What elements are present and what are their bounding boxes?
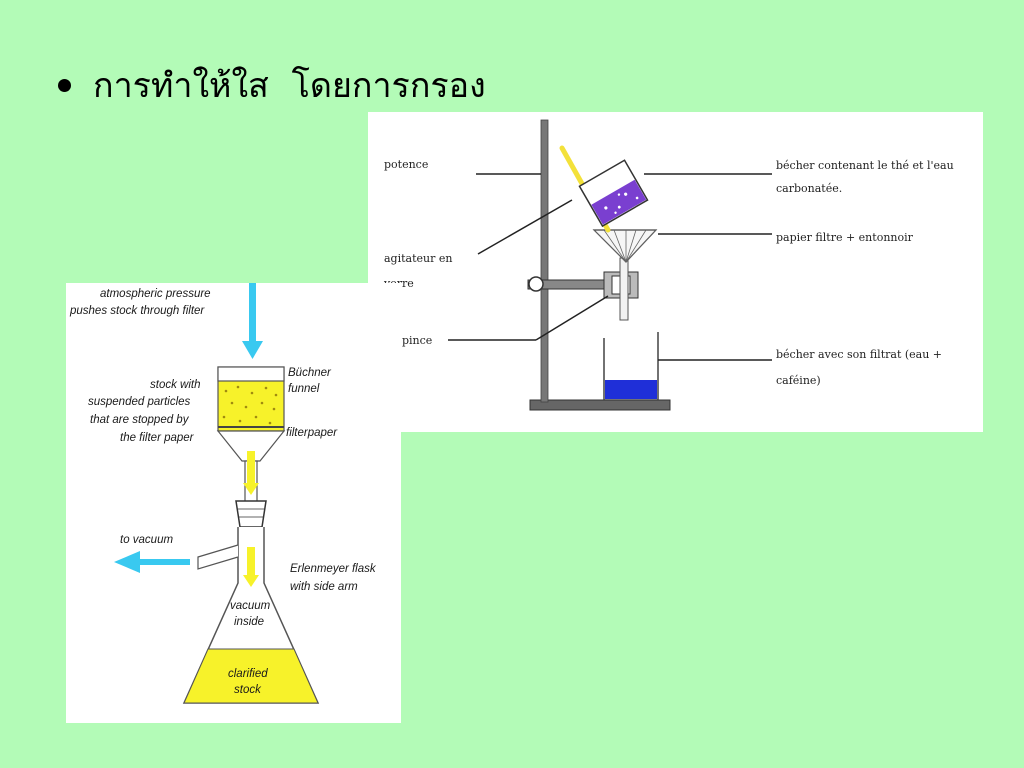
filtrate-liquid: [605, 380, 657, 399]
tea-liquid: [591, 179, 647, 225]
label-buchner-line2: funnel: [288, 383, 320, 395]
stand-rod: [540, 119, 549, 403]
label-vacuum-inside-line2: inside: [234, 616, 264, 628]
vacuum-filtration-diagram: atmospheric pressure pushes stock throug…: [66, 283, 401, 723]
atmospheric-arrow-shaft: [249, 283, 256, 345]
gravity-filtration-illustration: potence agitateur en verre pince bécher …: [383, 119, 954, 411]
label-stock-line2: suspended particles: [88, 396, 191, 408]
label-to-vacuum: to vacuum: [120, 534, 173, 546]
slide-bullet-text: การทำให้ใส โดยการกรอง: [93, 66, 486, 106]
stand-base: [529, 399, 671, 411]
flask-side-arm: [197, 544, 239, 570]
vacuum-arrow-shaft: [136, 559, 190, 565]
leader-agitateur: [477, 199, 573, 255]
vacuum-arrow-head-icon: [114, 551, 140, 573]
label-vacuum-inside-line1: vacuum: [230, 600, 271, 612]
filter-paper-pleats: [593, 229, 657, 263]
label-erlenmeyer-line1: Erlenmeyer flask: [290, 563, 377, 575]
label-pince: pince: [402, 334, 432, 347]
label-buchner-line1: Büchner: [288, 367, 332, 379]
funnel-taper: [216, 430, 286, 462]
label-stock-line4: the filter paper: [120, 432, 195, 444]
flow-arrow-lower-icon: [243, 547, 259, 587]
label-becher-the-line1: bécher contenant le thé et l'eau: [776, 159, 954, 172]
label-becher-filtrat-line1: bécher avec son filtrat (eau +: [776, 348, 942, 361]
label-clarified-line2: stock: [234, 684, 262, 696]
label-becher-filtrat-line2: caféine): [776, 374, 821, 387]
atmospheric-arrow-head-icon: [242, 341, 263, 359]
clarified-stock-liquid: [183, 648, 319, 704]
gravity-filtration-diagram: potence agitateur en verre pince bécher …: [368, 112, 983, 432]
stopper-ridges: [238, 508, 264, 518]
label-atmospheric-line1: atmospheric pressure: [100, 288, 211, 300]
label-potence: potence: [384, 158, 428, 171]
label-atmospheric-line2: pushes stock through filter: [69, 305, 205, 317]
filter-funnel: [592, 229, 658, 263]
label-becher-the-line2: carbonatée.: [776, 182, 842, 195]
vacuum-filtration-illustration: atmospheric pressure pushes stock throug…: [69, 283, 377, 704]
rubber-stopper: [235, 500, 267, 528]
buchner-funnel-rim: [217, 366, 285, 382]
funnel-stem: [619, 257, 629, 321]
flow-arrow-upper-icon: [243, 451, 259, 495]
label-clarified-line1: clarified: [228, 668, 268, 680]
label-filterpaper: filterpaper: [286, 427, 338, 439]
clamp-knob: [528, 276, 544, 292]
slide-bullet: การทำให้ใส โดยการกรอง: [58, 55, 486, 115]
label-erlenmeyer-line2: with side arm: [290, 581, 358, 593]
label-papier-filtre: papier filtre + entonnoir: [776, 231, 914, 244]
pouring-beaker: [578, 159, 649, 228]
suspended-particles: [222, 385, 278, 425]
label-stock-line3: that are stopped by: [90, 414, 190, 426]
leader-pince-d: [535, 295, 609, 341]
bullet-dot-icon: [58, 78, 71, 92]
label-stock-line1: stock with: [150, 379, 201, 391]
label-agitateur-line1: agitateur en: [384, 252, 452, 265]
